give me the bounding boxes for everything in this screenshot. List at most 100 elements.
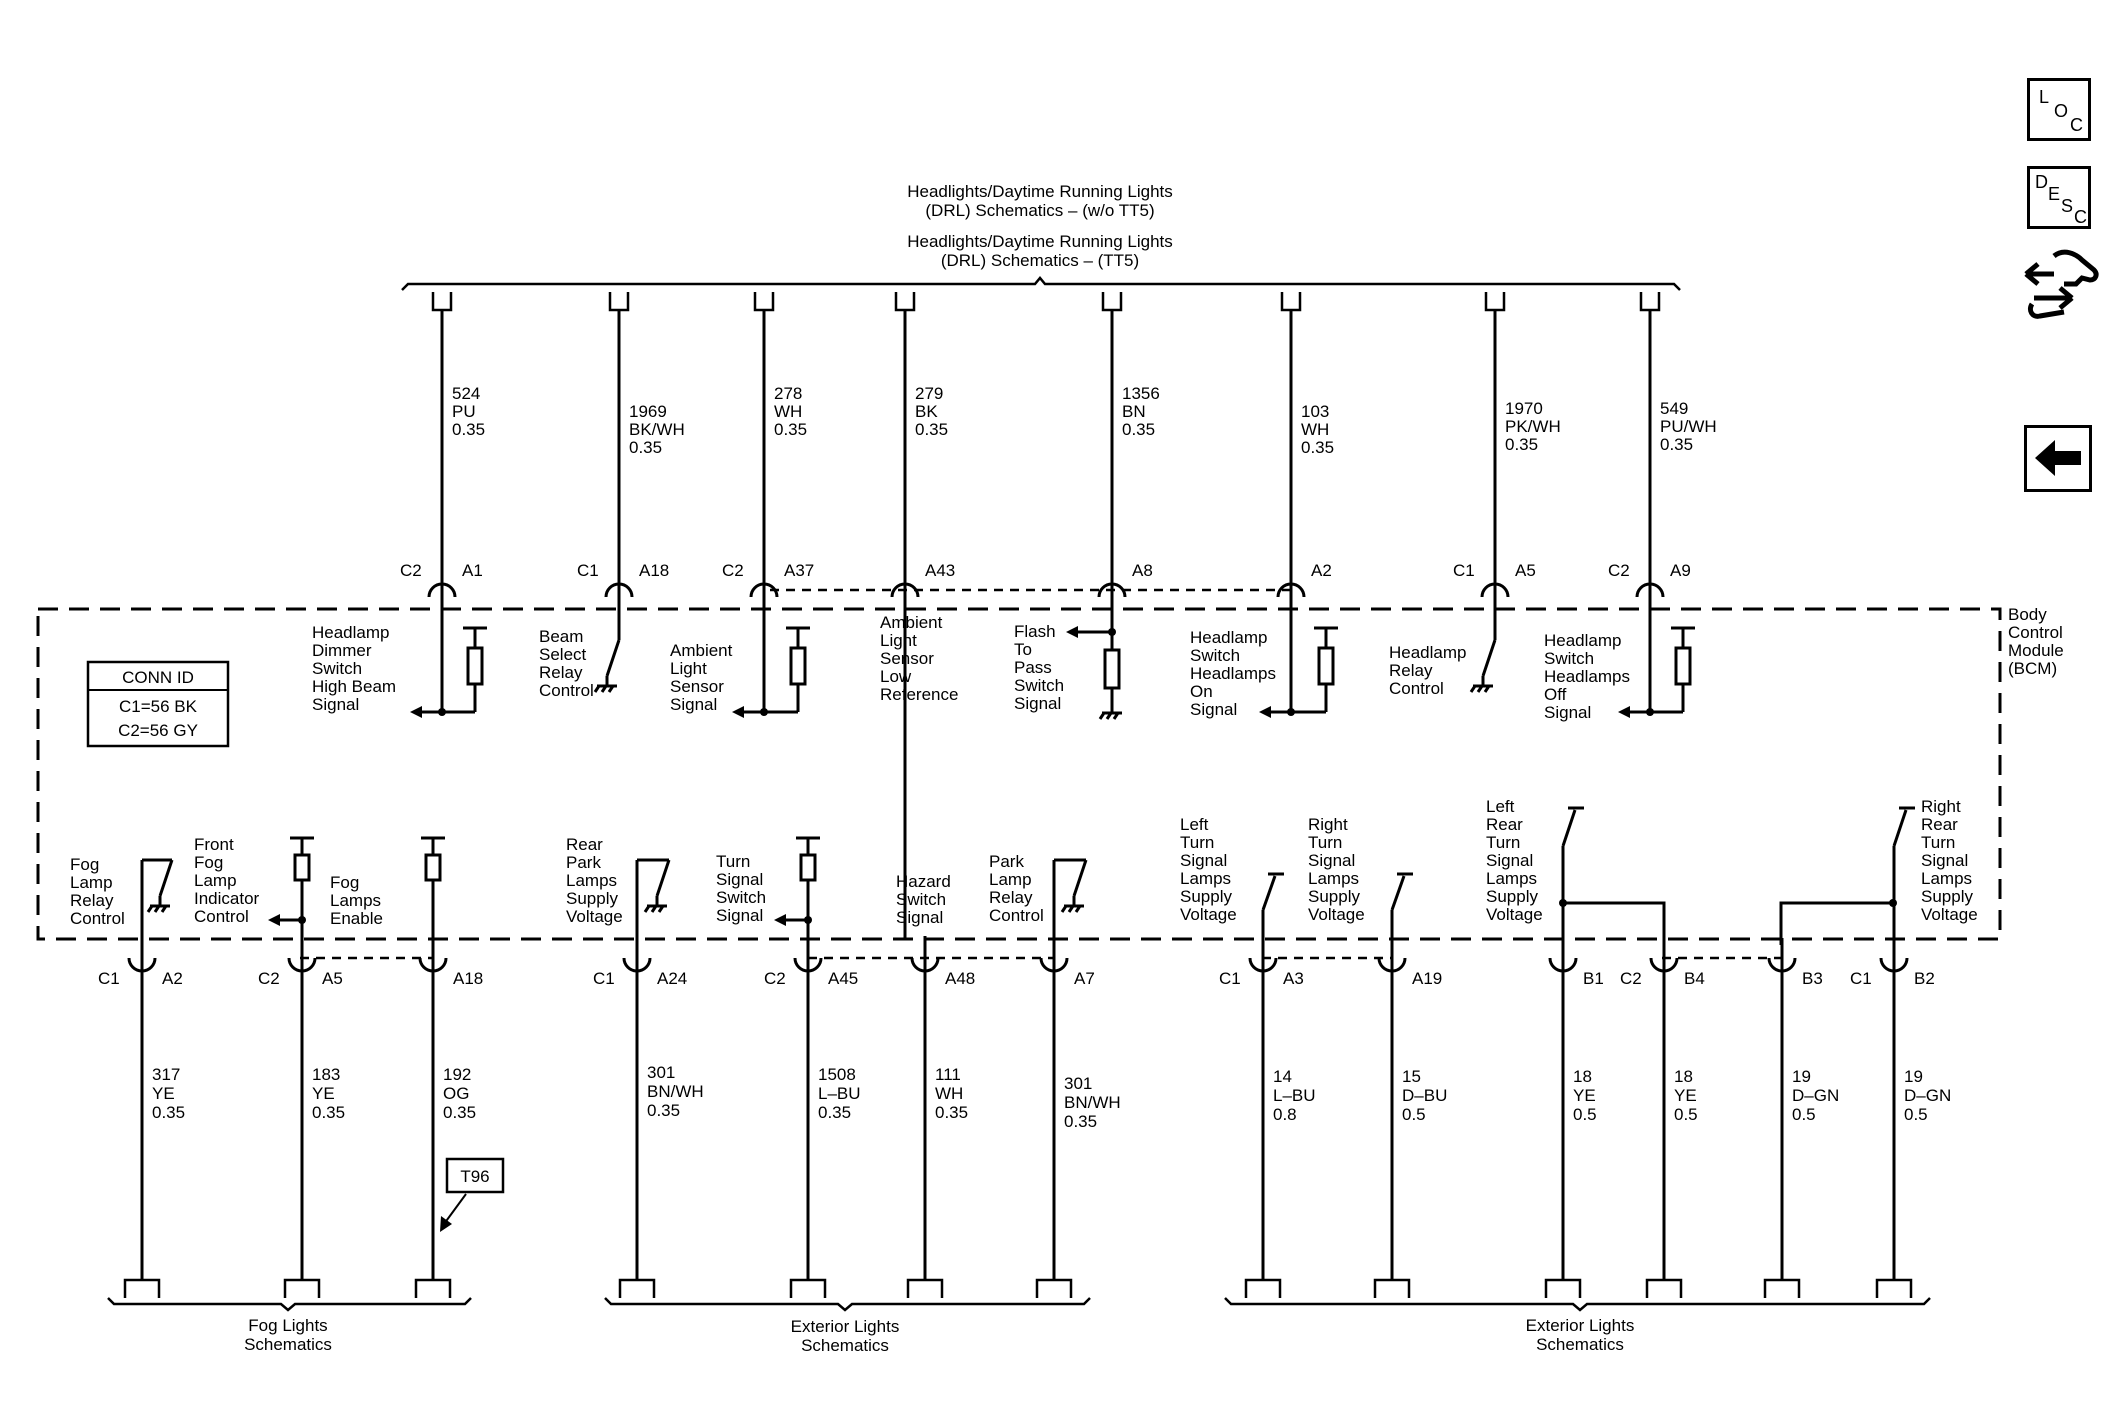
bottom-circuit-label: 18 [1573,1067,1592,1086]
top-conn-label: C2 [400,561,422,580]
bottom-circuit-label: 1508 [818,1065,856,1084]
function-text: Control [194,907,249,926]
bottom-wire-b3: 19D–GN0.5B3 [1763,938,1839,1298]
bottom-circuit-label: 0.35 [152,1103,185,1122]
function-text: Lamps [566,871,617,890]
function-text: Pass [1014,658,1052,677]
bottom-circuit-label: YE [1573,1086,1596,1105]
connector-hand-button[interactable] [2024,244,2100,326]
location-button[interactable]: L O C [2027,78,2091,141]
function-text: Signal [1486,851,1533,870]
function-text: Park [566,853,601,872]
description-button[interactable]: D E S C [2027,166,2091,229]
bottom-conn-label: C1 [1219,969,1241,988]
description-icon-letter-e: E [2048,184,2061,204]
top-destination-label[interactable]: Headlights/Daytime Running Lights (DRL) … [907,182,1173,270]
top-circuit-label: PU [452,402,476,421]
svg-text:Control: Control [2008,623,2063,642]
function-text: Voltage [1180,905,1237,924]
junction-dot [760,708,768,716]
function-text: Fog [70,855,99,874]
bottom-pin-label: A3 [1283,969,1304,988]
resistor [293,853,311,882]
ground-tick [1098,712,1106,720]
top-circuit-label: BK/WH [629,420,685,439]
function-text: To [1014,640,1032,659]
top-circuit-label: BN [1122,402,1146,421]
bottom-circuit-label: BN/WH [647,1082,704,1101]
bottom-conn-label: C1 [98,969,120,988]
function-text: Lamps [1486,869,1537,888]
ground-tick [593,685,601,693]
signal-arrow-icon [1066,626,1078,638]
bottom-circuit-label: 0.5 [1402,1105,1426,1124]
bottom-destination-exterior-2[interactable]: Exterior Lights Schematics [1526,1316,1635,1354]
signal-arrow-icon [268,914,280,926]
conn-id-table: CONN ID C1=56 BK C2=56 GY [86,660,230,748]
function-text: Supply [566,889,618,908]
function-text: Beam [539,627,583,646]
ground-tick [607,685,615,693]
bottom-circuit-label: OG [443,1084,469,1103]
ground-tick [657,905,665,913]
function-text: Headlamp [1544,631,1622,650]
bottom-pin-label: A48 [945,969,975,988]
bottom-circuit-label: YE [312,1084,335,1103]
description-icon-letter-c: C [2074,207,2087,227]
function-text: Control [989,906,1044,925]
function-text: Turn [1486,833,1520,852]
bottom-conn-label: C2 [258,969,280,988]
function-text: Switch [896,890,946,909]
function-text: Light [670,659,707,678]
top-terminal [1280,292,1302,312]
bottom-pin-label: A5 [322,969,343,988]
bottom-pin-label: B1 [1583,969,1604,988]
resistor [1317,646,1335,686]
bottom-destination-exterior-1[interactable]: Exterior Lights Schematics [791,1317,900,1355]
bottom-conn-label: C2 [764,969,786,988]
internal-symbols [140,612,1915,946]
function-text: Right [1308,815,1348,834]
ground-tick [643,905,651,913]
ground-tick [1105,712,1113,720]
signal-arrow-icon [774,914,786,926]
svg-text:Schematics: Schematics [1536,1335,1624,1354]
switch-blade [158,859,174,897]
ground-tick [1060,905,1068,913]
function-text: Turn [1180,833,1214,852]
function-text: Light [880,631,917,650]
svg-text:Exterior Lights: Exterior Lights [791,1317,900,1336]
top-bracket [401,276,1681,291]
bottom-wires: 317YE0.35A2C1183YE0.35A5C2192OG0.35A1830… [70,797,1978,1298]
top-pin-label: A9 [1670,561,1691,580]
function-text: Signal [896,908,943,927]
ground-tick [1476,685,1484,693]
top-destination-line-2: (DRL) Schematics – (w/o TT5) [925,201,1154,220]
bottom-circuit-label: 0.5 [1573,1105,1597,1124]
top-circuit-label: 103 [1301,402,1329,421]
bottom-destination-fog[interactable]: Fog Lights Schematics [244,1316,332,1354]
svg-text:Schematics: Schematics [801,1336,889,1355]
switch-blade [1390,875,1406,911]
function-text: Right [1921,797,1961,816]
location-icon-letter-o: O [2054,101,2069,121]
t96-arrow-icon [440,1216,452,1232]
bottom-pin-label: B4 [1684,969,1705,988]
top-circuit-label: 1970 [1505,399,1543,418]
function-text: Fog [194,853,223,872]
svg-text:Fog Lights: Fog Lights [248,1316,327,1335]
back-button[interactable] [2024,425,2092,492]
bottom-circuit-label: L–BU [1273,1086,1316,1105]
function-text: Low [880,667,912,686]
bottom-circuit-label: 0.35 [647,1101,680,1120]
t96-callout[interactable]: T96 [443,1157,505,1225]
function-text: Signal [716,906,763,925]
function-text: Park [989,852,1024,871]
